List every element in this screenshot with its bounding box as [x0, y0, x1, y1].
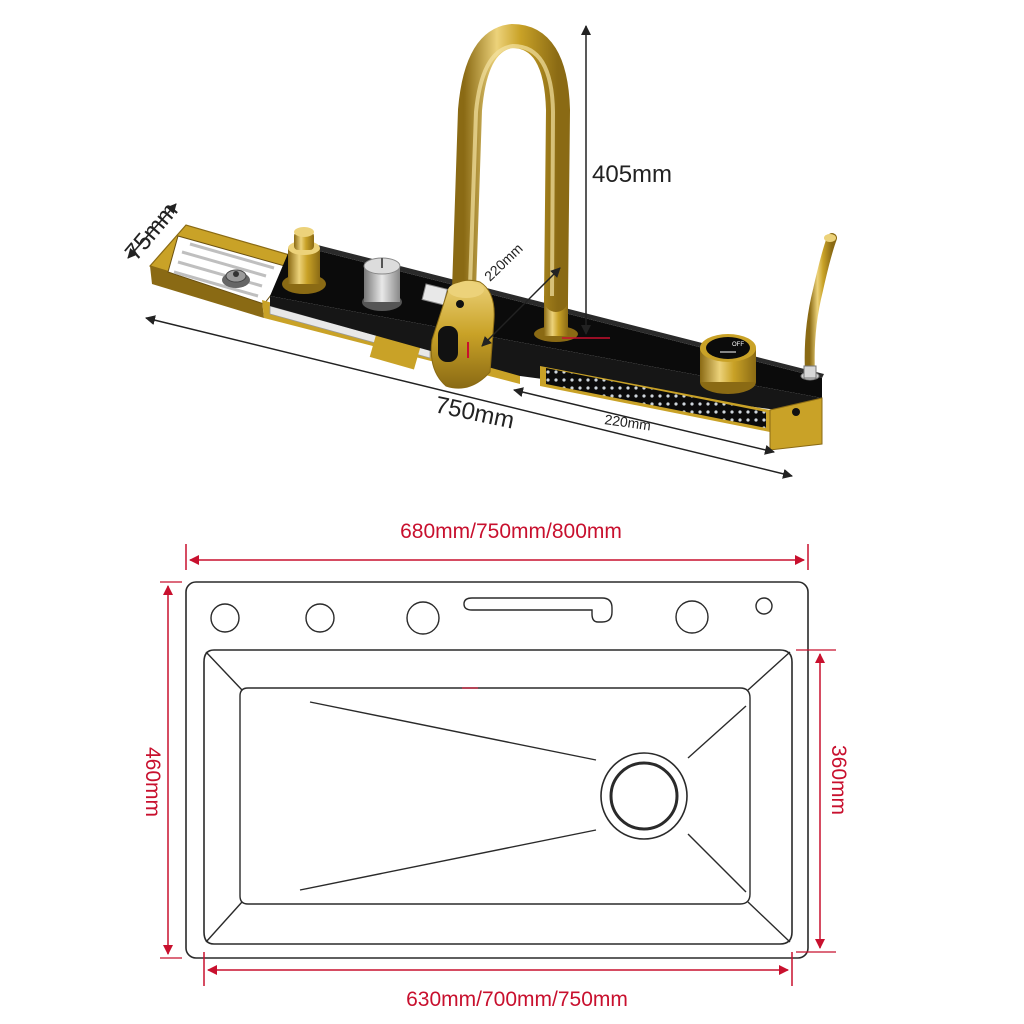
inner-width-label: 630mm/700mm/750mm — [406, 988, 628, 1011]
side-sprayer — [800, 233, 837, 381]
tap-hole — [210, 603, 240, 633]
drain-hole — [600, 752, 688, 840]
spout-reach-label: 220mm — [481, 240, 526, 284]
tap-hole — [675, 600, 709, 634]
dim-inner-depth — [796, 649, 836, 953]
drain-channel-lines — [299, 701, 747, 893]
soap-dispenser — [282, 227, 326, 294]
tap-hole — [305, 603, 335, 633]
dim-waterfall-length — [513, 387, 775, 455]
outer-depth-label: 460mm — [141, 747, 164, 817]
bowl-outer-edge — [203, 649, 793, 945]
cup-washer-tray — [148, 224, 302, 318]
tap-holes — [210, 597, 773, 635]
bowl-floor — [239, 687, 751, 905]
outer-width-label: 680mm/750mm/800mm — [400, 520, 622, 543]
dim-outer-depth — [160, 581, 182, 959]
faucet-height-label: 405mm — [592, 161, 672, 188]
knob-off-label: OFF — [732, 342, 744, 348]
rinser-nozzle-icon — [222, 269, 250, 288]
inner-depth-label: 360mm — [827, 745, 850, 815]
sink-outer-rim — [185, 581, 809, 959]
drain-knob — [362, 257, 402, 311]
tap-hole — [755, 597, 773, 615]
bowl-bevel-lines — [205, 651, 791, 943]
waterfall-length-label: 220mm — [604, 411, 652, 433]
dim-tray-width — [127, 203, 177, 259]
tap-hole — [406, 601, 440, 635]
dim-inner-width — [203, 952, 793, 986]
sink-plan-view: 680mm/750mm/800mm 630mm/700mm/750mm 460m… — [141, 520, 850, 1011]
dim-outer-width — [185, 544, 809, 570]
waterfall-slot — [463, 597, 613, 623]
digital-display-knob: OFF — [700, 334, 756, 394]
deck-product-view: OFF 405mm 220mm 75mm — [120, 23, 837, 479]
